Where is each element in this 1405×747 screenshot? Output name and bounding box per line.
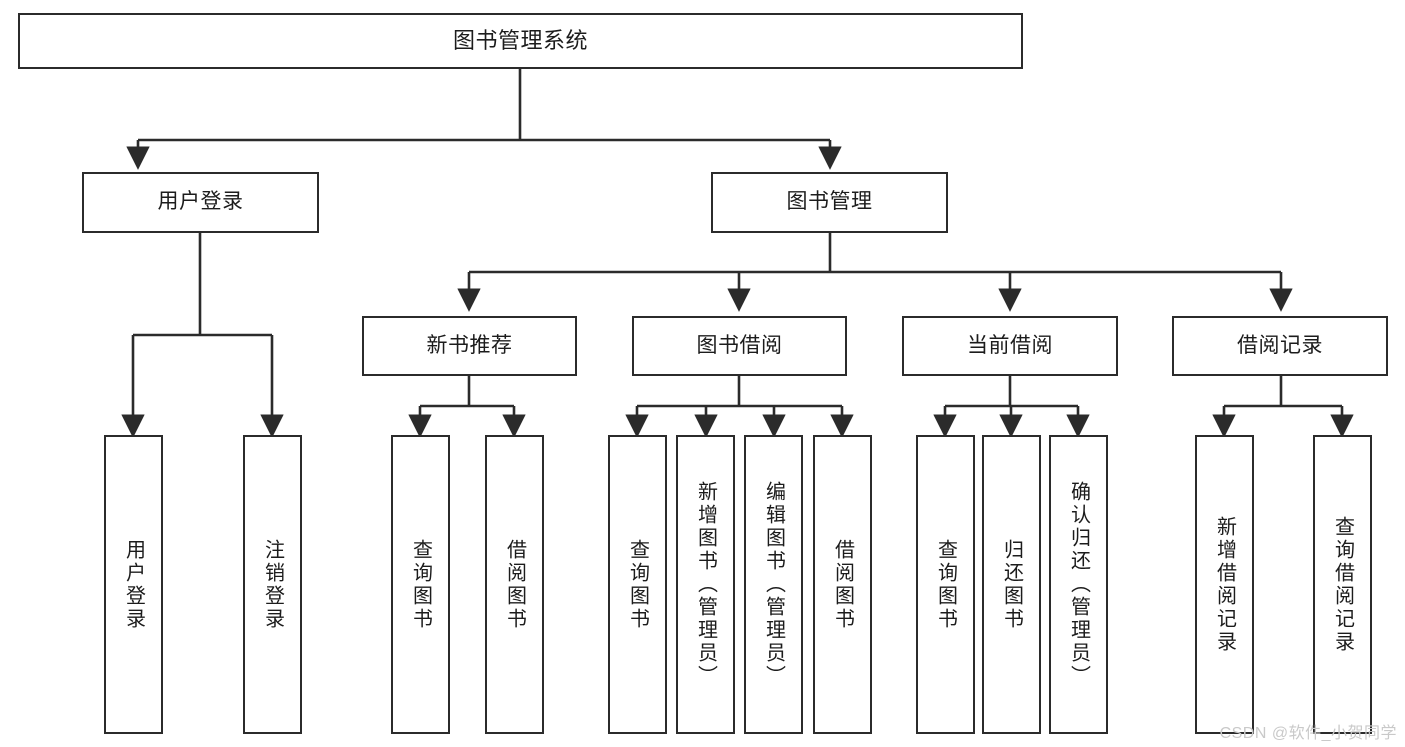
- node-book-borrow[interactable]: 图书借阅: [632, 316, 847, 376]
- node-label: 查询图书: [934, 538, 957, 631]
- node-current-borrow[interactable]: 当前借阅: [902, 316, 1118, 376]
- node-label: 归还图书: [1000, 538, 1023, 631]
- node-new-book-recommend[interactable]: 新书推荐: [362, 316, 577, 376]
- node-label: 查询图书: [626, 538, 649, 631]
- node-user-login[interactable]: 用户登录: [82, 172, 319, 233]
- node-leaf-borrow-book-1[interactable]: 借阅图书: [485, 435, 544, 734]
- node-label: 借阅图书: [831, 538, 854, 631]
- node-label: 借阅图书: [503, 538, 526, 631]
- node-leaf-query-book-3[interactable]: 查询图书: [916, 435, 975, 734]
- node-label: 确认归还（管理员）: [1067, 481, 1090, 688]
- node-label: 图书管理: [786, 190, 873, 214]
- node-label: 新增借阅记录: [1213, 515, 1236, 654]
- node-leaf-query-book-1[interactable]: 查询图书: [391, 435, 450, 734]
- node-root-system[interactable]: 图书管理系统: [18, 13, 1023, 69]
- node-label: 新书推荐: [426, 333, 513, 357]
- node-leaf-query-record[interactable]: 查询借阅记录: [1313, 435, 1372, 734]
- node-book-management[interactable]: 图书管理: [711, 172, 948, 233]
- node-label: 查询借阅记录: [1331, 515, 1354, 654]
- node-label: 注销登录: [261, 538, 284, 631]
- node-label: 借阅记录: [1237, 333, 1323, 357]
- node-leaf-return-book[interactable]: 归还图书: [982, 435, 1041, 734]
- node-label: 新增图书（管理员）: [694, 481, 717, 688]
- node-label: 用户登录: [122, 538, 145, 631]
- node-leaf-add-record[interactable]: 新增借阅记录: [1195, 435, 1254, 734]
- node-label: 查询图书: [409, 538, 432, 631]
- node-borrow-record[interactable]: 借阅记录: [1172, 316, 1388, 376]
- node-label: 编辑图书（管理员）: [762, 481, 785, 688]
- node-leaf-borrow-book-2[interactable]: 借阅图书: [813, 435, 872, 734]
- node-label: 当前借阅: [967, 333, 1053, 357]
- node-label: 用户登录: [157, 190, 244, 214]
- node-leaf-add-book[interactable]: 新增图书（管理员）: [676, 435, 735, 734]
- node-leaf-user-login[interactable]: 用户登录: [104, 435, 163, 734]
- node-label: 图书管理系统: [452, 28, 588, 54]
- node-leaf-edit-book[interactable]: 编辑图书（管理员）: [744, 435, 803, 734]
- node-leaf-user-logout[interactable]: 注销登录: [243, 435, 302, 734]
- node-leaf-query-book-2[interactable]: 查询图书: [608, 435, 667, 734]
- node-leaf-confirm-return[interactable]: 确认归还（管理员）: [1049, 435, 1108, 734]
- csdn-watermark: CSDN @软件_小贺同学: [1219, 725, 1397, 742]
- node-label: 图书借阅: [696, 333, 783, 357]
